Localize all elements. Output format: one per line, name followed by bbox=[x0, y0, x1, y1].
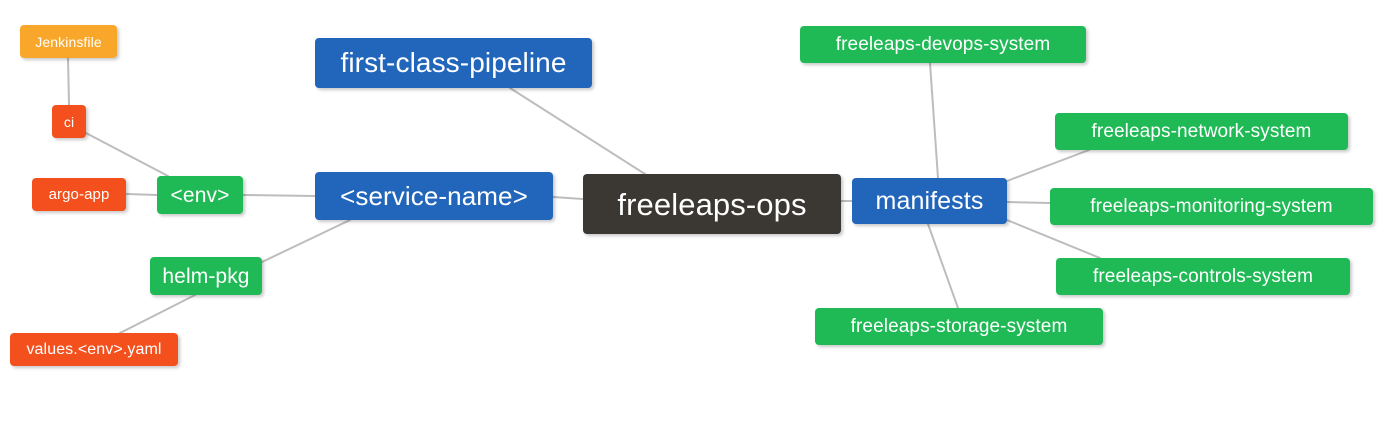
node-label-argo-app: argo-app bbox=[48, 186, 110, 203]
node-freeleaps-ops[interactable]: freeleaps-ops bbox=[583, 174, 841, 234]
node-label-env: <env> bbox=[170, 183, 230, 207]
node-env[interactable]: <env> bbox=[157, 176, 243, 214]
node-first-class-pipeline[interactable]: first-class-pipeline bbox=[315, 38, 592, 88]
node-label-jenkinsfile: Jenkinsfile bbox=[35, 33, 102, 50]
node-freeleaps-devops-system[interactable]: freeleaps-devops-system bbox=[800, 26, 1086, 63]
node-label-values-env-yaml: values.<env>.yaml bbox=[26, 340, 162, 358]
edge-manifests-devops bbox=[929, 62, 939, 179]
node-ci[interactable]: ci bbox=[52, 105, 86, 138]
node-label-freeleaps-storage-system: freeleaps-storage-system bbox=[850, 316, 1068, 337]
node-freeleaps-network-system[interactable]: freeleaps-network-system bbox=[1055, 113, 1348, 150]
node-label-freeleaps-devops-system: freeleaps-devops-system bbox=[835, 34, 1051, 55]
node-label-manifests: manifests bbox=[875, 186, 984, 215]
node-argo-app[interactable]: argo-app bbox=[32, 178, 126, 211]
node-label-freeleaps-ops: freeleaps-ops bbox=[617, 186, 807, 222]
edge-manifests-storage bbox=[927, 223, 959, 309]
edge-ci-env bbox=[85, 132, 169, 177]
node-jenkinsfile[interactable]: Jenkinsfile bbox=[20, 25, 117, 58]
node-manifests[interactable]: manifests bbox=[852, 178, 1007, 224]
edge-manifests-monitoring bbox=[1006, 201, 1051, 204]
edge-helmpkg-values bbox=[119, 294, 196, 334]
edge-manifests-network bbox=[1006, 149, 1090, 182]
node-label-freeleaps-controls-system: freeleaps-controls-system bbox=[1092, 266, 1314, 287]
edge-servicename-ops bbox=[552, 196, 584, 200]
edge-argoapp-env bbox=[125, 193, 158, 196]
node-service-name[interactable]: <service-name> bbox=[315, 172, 553, 220]
edge-pipeline-ops bbox=[509, 87, 646, 175]
edge-servicename-helmpkg bbox=[261, 219, 351, 263]
edge-manifests-controls bbox=[1006, 219, 1101, 259]
node-freeleaps-storage-system[interactable]: freeleaps-storage-system bbox=[815, 308, 1103, 345]
node-label-freeleaps-network-system: freeleaps-network-system bbox=[1091, 121, 1312, 142]
edge-env-servicename bbox=[242, 194, 316, 197]
node-label-first-class-pipeline: first-class-pipeline bbox=[340, 47, 567, 78]
node-label-service-name: <service-name> bbox=[340, 181, 528, 211]
edge-jenkinsfile-ci bbox=[67, 57, 70, 106]
node-label-ci: ci bbox=[63, 113, 75, 130]
node-freeleaps-monitoring-system[interactable]: freeleaps-monitoring-system bbox=[1050, 188, 1373, 225]
node-label-helm-pkg: helm-pkg bbox=[162, 264, 250, 288]
node-helm-pkg[interactable]: helm-pkg bbox=[150, 257, 262, 295]
node-freeleaps-controls-system[interactable]: freeleaps-controls-system bbox=[1056, 258, 1350, 295]
node-label-freeleaps-monitoring-system: freeleaps-monitoring-system bbox=[1090, 196, 1333, 217]
node-values-env-yaml[interactable]: values.<env>.yaml bbox=[10, 333, 178, 366]
